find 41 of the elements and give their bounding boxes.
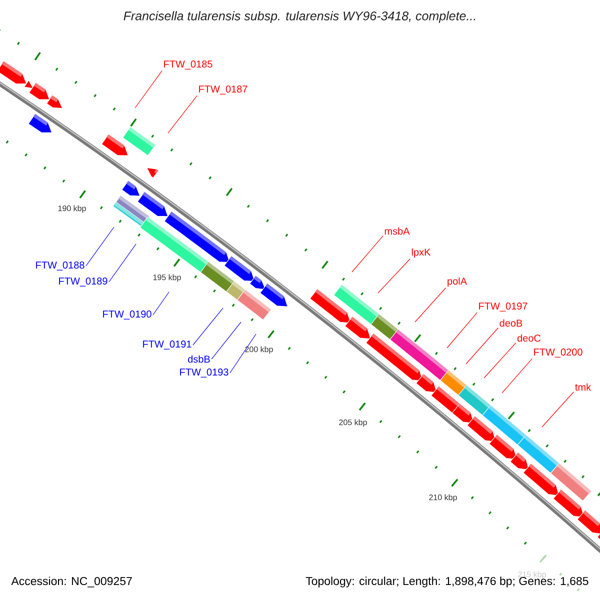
leader-line bbox=[352, 236, 384, 272]
gene-label: FTW_0193 bbox=[180, 368, 228, 378]
gene-label: FTW_0190 bbox=[103, 310, 152, 320]
scale-label: 215 kbp bbox=[518, 571, 546, 579]
leader-line bbox=[211, 322, 242, 360]
leader-line bbox=[502, 358, 532, 394]
leader-line bbox=[484, 342, 516, 378]
gene-label: FTW_0200 bbox=[534, 348, 582, 358]
scale-label: 195 kbp bbox=[153, 274, 181, 282]
info-text: Accession: NC_009257 bbox=[11, 576, 132, 588]
leader-line bbox=[168, 95, 198, 134]
gene-label: lpxK bbox=[412, 248, 431, 258]
leader-line bbox=[446, 312, 478, 348]
gene-label: FTW_0197 bbox=[479, 302, 528, 312]
scale-label: 210 kbp bbox=[429, 494, 457, 502]
info-text: Topology: circular; Length: 1,898,476 bp; Genes: 1,685 bbox=[306, 576, 588, 588]
leader-line bbox=[542, 392, 574, 428]
leader-line bbox=[192, 308, 224, 346]
gene-label: msbA bbox=[384, 227, 410, 235]
leader-line bbox=[466, 328, 498, 364]
gene-label: polA bbox=[448, 277, 467, 287]
scale-label: 200 kbp bbox=[245, 346, 273, 354]
gene-label: deoB bbox=[500, 319, 522, 327]
gene-label: FTW_0188 bbox=[36, 262, 84, 270]
leader-line bbox=[152, 292, 170, 316]
leader-line bbox=[108, 244, 136, 282]
title: Francisella tularensis subsp. tularensis WY96-3418, complete... bbox=[124, 11, 476, 23]
gene-label: deoC bbox=[517, 334, 541, 342]
scale-label: 190 kbp bbox=[58, 205, 86, 213]
scale-label: 205 kbp bbox=[339, 419, 367, 427]
gene-label: FTW_0187 bbox=[199, 86, 248, 94]
gene-label: FTW_0191 bbox=[143, 340, 192, 350]
gene-label: FTW_0189 bbox=[59, 278, 108, 286]
leader-line bbox=[230, 334, 256, 374]
leader-line bbox=[414, 288, 446, 322]
leader-line bbox=[378, 258, 410, 294]
leader-line bbox=[134, 70, 162, 108]
gene-label: tmk bbox=[575, 383, 592, 391]
gene-label: FTW_0185 bbox=[164, 60, 212, 70]
leader-line bbox=[86, 226, 114, 266]
gene-label: dsbB bbox=[188, 355, 210, 363]
